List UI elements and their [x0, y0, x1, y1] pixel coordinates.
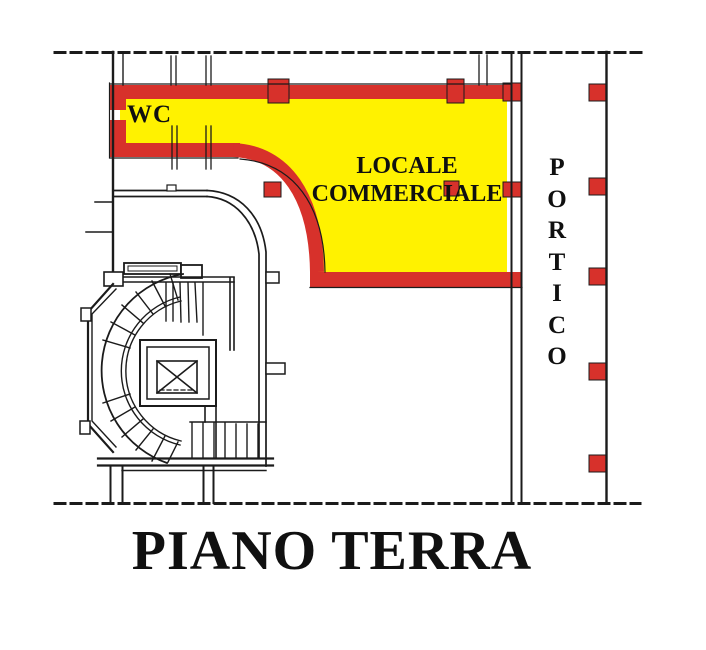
curve-outline [239, 158, 326, 273]
curve-pier [263, 181, 282, 198]
elevator-icon [139, 339, 217, 459]
portico-pillar-5 [588, 454, 607, 473]
stair-arc-outer [100, 272, 185, 465]
corridor-walls [112, 184, 267, 467]
stair-bay-wall-outer [86, 282, 115, 454]
portico-pillar-2 [588, 177, 607, 196]
wall-knob-right-1 [265, 271, 280, 284]
portico-letter: C [547, 311, 567, 339]
stair-bay-wall-inner [91, 288, 117, 448]
red-wall-curve [232, 143, 324, 273]
stair-steps-radial [102, 273, 179, 463]
portico-letter: T [548, 248, 566, 276]
spiral-staircase [79, 262, 275, 504]
red-wall-bottom [310, 272, 522, 287]
commercial-area-label-line2: COMMERCIALE [311, 181, 503, 207]
portico-letter: R [547, 217, 567, 244]
bay-knob-bottom [79, 420, 91, 435]
commercial-area-label: LOCALE COMMERCIALE [296, 152, 518, 208]
wall-pier-top-1 [267, 78, 290, 104]
stair-steps-bottom [189, 421, 267, 459]
portico-letter: I [552, 280, 562, 307]
portico-pillar-4 [588, 362, 607, 381]
red-wall-top [110, 85, 522, 99]
door-jambs [170, 54, 488, 170]
commercial-area-label-line1: LOCALE [356, 153, 458, 179]
floor-title: PIANO TERRA [131, 520, 533, 582]
portico-letter: O [547, 185, 567, 213]
plan-linework [53, 50, 648, 505]
stair-arc-inner-2 [120, 296, 181, 446]
portico-pillar-3 [588, 267, 607, 286]
portico-letter: O [547, 343, 567, 370]
wall-knob-right-2 [265, 362, 286, 375]
bay-knob-top [80, 307, 92, 322]
stair-arc-inner-1 [125, 300, 182, 442]
wall-pier-top-2 [446, 78, 465, 104]
portico-letter: P [549, 154, 565, 181]
portico-label: P O R T I C O [545, 152, 569, 373]
stair-landing-step [123, 262, 182, 275]
interior-column [443, 180, 460, 197]
portico-pillar-1 [588, 83, 607, 102]
wc-label: WC [127, 101, 173, 128]
stair-steps-top [165, 282, 204, 336]
red-wall-wc-bottom [110, 143, 240, 157]
